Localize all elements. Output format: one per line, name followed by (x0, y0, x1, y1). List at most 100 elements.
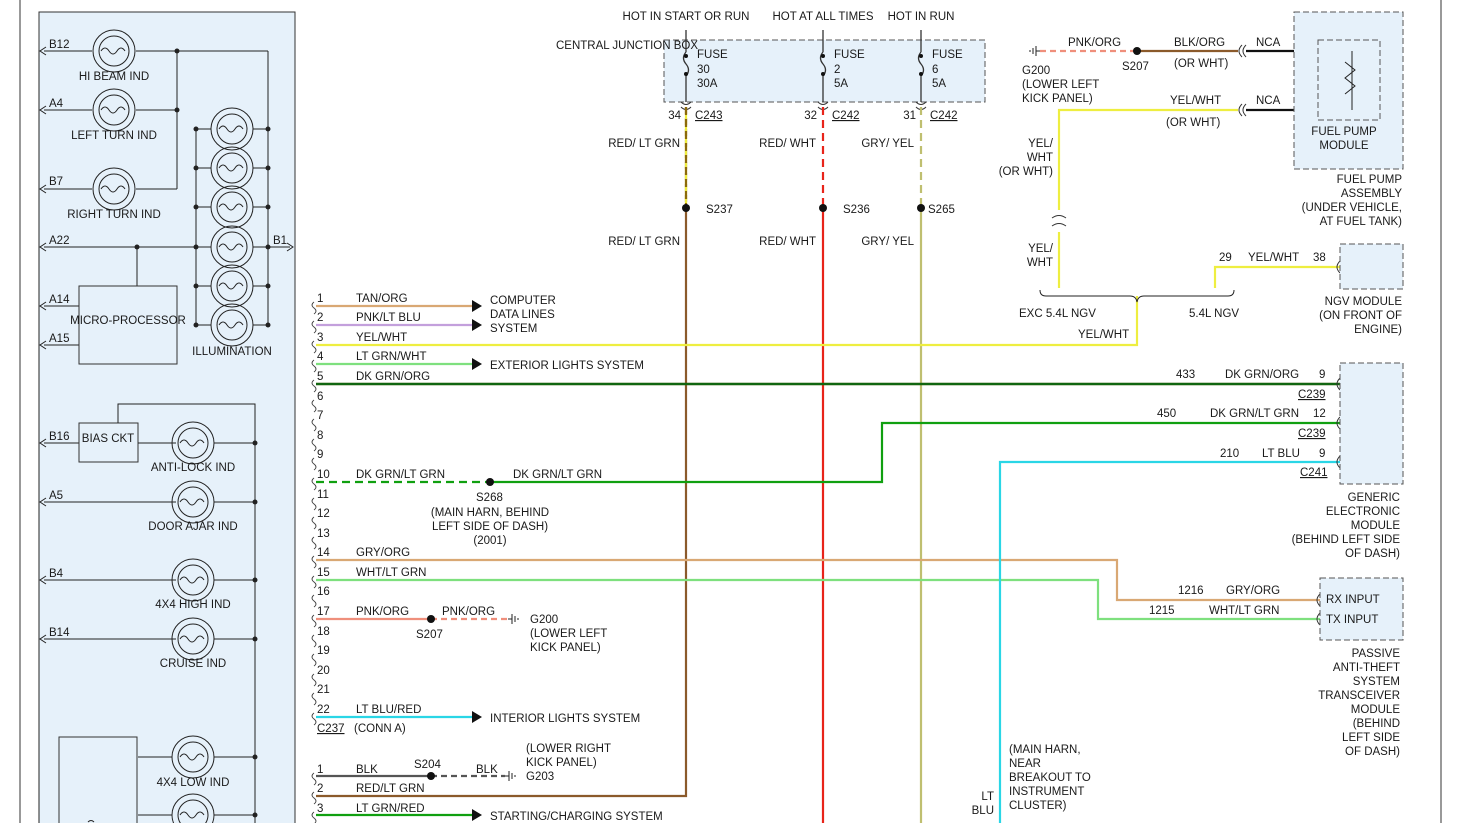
svg-text:5A: 5A (932, 78, 946, 90)
pats-rx: RX INPUT (1326, 594, 1380, 606)
wire-gry-org (316, 558, 1320, 602)
pin-number: 15 (317, 567, 330, 579)
gem-circuit-450: 450 (1157, 408, 1176, 420)
svg-text:30: 30 (697, 64, 710, 76)
splice-dot (682, 204, 690, 212)
splice-s265: S265 (928, 204, 955, 216)
splice-s207-upper: S207 (1122, 61, 1149, 73)
wire-label-3: YEL/WHT (356, 332, 407, 344)
feed-label-0b: RED/ LT GRN (608, 236, 680, 248)
wire-label-10b: DK GRN/LT GRN (513, 469, 602, 481)
pin-number: 5 (317, 371, 323, 383)
wire-yel-wht-pump (1057, 108, 1238, 210)
fuse-icon (819, 30, 827, 102)
svg-text:30A: 30A (697, 78, 718, 90)
wire-label-22: LT BLU/RED (356, 704, 421, 716)
yel-wht-lower: YEL/WHT (1027, 243, 1054, 269)
pin-a14: A14 (49, 294, 70, 306)
pin-number: 2 (317, 312, 323, 324)
header-in-run: HOT IN RUN (888, 11, 955, 23)
splice-dot (427, 615, 435, 623)
gem-wire-0: DK GRN/ORG (1225, 369, 1299, 381)
pin-b7: B7 (49, 176, 63, 188)
fuse-2: FUSE 2 5A 32 C242 (804, 49, 865, 122)
pin-a5: A5 (49, 490, 63, 502)
fuse-icon (917, 30, 925, 102)
pats-box (1319, 577, 1404, 641)
pin-number: 18 (317, 626, 330, 638)
lamp-icon (92, 88, 136, 132)
lower-indicator-lamps (138, 421, 258, 823)
bias-ckt-label: BIAS CKT (82, 433, 134, 445)
fuse-30: FUSE 30 30A 34 C243 (668, 49, 728, 122)
pin-b12: B12 (49, 39, 69, 51)
bottom-connector: 1 2 3 BLK RED/LT GRN LT GRN/RED BLK S204… (317, 743, 611, 815)
pin-number: 3 (317, 332, 323, 344)
pin-number: 4 (317, 351, 324, 363)
ground-g200-upper: G200 (1022, 65, 1050, 77)
nca-2: NCA (1256, 95, 1281, 107)
label-hi-beam: HI BEAM IND (79, 71, 149, 83)
svg-text:1: 1 (317, 764, 323, 776)
svg-text:32: 32 (804, 110, 817, 122)
label-cruise: CRUISE IND (160, 658, 226, 670)
svg-text:6: 6 (932, 64, 938, 76)
wire-label-17a: PNK/ORG (356, 606, 409, 618)
lamp-icon (210, 185, 254, 229)
fuse-icons (680, 30, 927, 110)
lamp-icon (210, 264, 254, 308)
pin-number: 8 (317, 430, 323, 442)
lamp-icon (210, 303, 254, 347)
lamp-icon (210, 225, 254, 269)
splice-dot (917, 204, 925, 212)
c237-note: (CONN A) (354, 723, 406, 735)
pin-b4: B4 (49, 568, 64, 580)
pats-module: RX INPUT TX INPUT 1216 GRY/ORG 1215 WHT/… (1149, 577, 1404, 758)
pats-tx: TX INPUT (1326, 614, 1378, 626)
harness-wire-labels: TAN/ORG PNK/LT BLU YEL/WHT LT GRN/WHT DK… (356, 293, 602, 716)
wire-dkgrn-ltgrn (490, 421, 1340, 484)
wire-label-1: TAN/ORG (356, 293, 408, 305)
feed-label-1b: RED/ WHT (759, 236, 816, 248)
microprocessor-box (78, 285, 178, 365)
lamp-icon (171, 617, 215, 661)
label-54-ngv: 5.4L NGV (1189, 308, 1239, 320)
pin-number: 14 (317, 547, 330, 559)
yel-wht-or-wht: YEL/WHT(OR WHT) (999, 138, 1054, 178)
feed-label-1a: RED/ WHT (759, 138, 816, 150)
wire-label-ltgrn-red: LT GRN/RED (356, 803, 425, 815)
connector-c237: C237 (317, 723, 345, 735)
wire-label-10a: DK GRN/LT GRN (356, 469, 445, 481)
wire-label-blk-2: BLK (476, 764, 498, 776)
ground-icon (1029, 46, 1040, 56)
dest-starting: STARTING/CHARGING SYSTEM (490, 811, 663, 823)
splice-s268: S268 (476, 492, 503, 504)
gem-pin-2: 9 (1319, 448, 1325, 460)
svg-text:FUSE: FUSE (932, 49, 963, 61)
lamp-icon (210, 146, 254, 190)
pin-a4: A4 (49, 98, 64, 110)
svg-text:FUSE: FUSE (697, 49, 728, 61)
wire-label-14: GRY/ORG (356, 547, 410, 559)
or-wht-2: (OR WHT) (1166, 117, 1220, 129)
pin-number: 21 (317, 684, 330, 696)
wire-label-5: DK GRN/ORG (356, 371, 430, 383)
feed-labels: RED/ LT GRN S237 RED/ LT GRN RED/ WHT S2… (608, 138, 955, 248)
pin-number: 11 (317, 489, 329, 501)
pats-circuit-1215: 1215 (1149, 605, 1175, 617)
gem-pin-1: 12 (1313, 408, 1326, 420)
header-all-times: HOT AT ALL TIMES (773, 11, 874, 23)
lamp-icon (92, 29, 136, 73)
label-4x4-high: 4X4 HIGH IND (155, 599, 230, 611)
pin-number: 22 (317, 704, 330, 716)
bias-ckt-box (78, 422, 139, 463)
ground-g200-lower: G200 (530, 614, 558, 626)
feed-label-2a: GRY/ YEL (861, 138, 914, 150)
svg-text:C242: C242 (832, 110, 860, 122)
label-anti-lock: ANTI-LOCK IND (151, 462, 235, 474)
ngv-pin-b: 38 (1313, 252, 1326, 264)
ngv-pin-a: 29 (1219, 252, 1232, 264)
